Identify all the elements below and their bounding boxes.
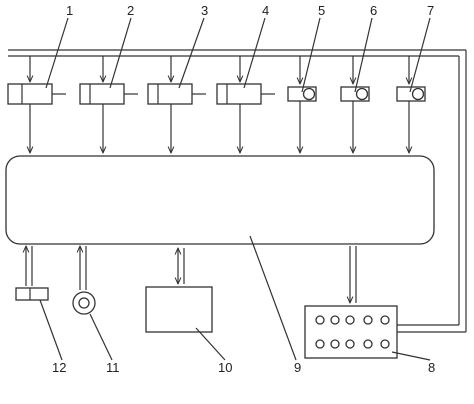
top-bus — [8, 49, 467, 333]
component-12 — [15, 246, 49, 301]
component-11 — [72, 246, 96, 315]
label-10: 10 — [218, 360, 232, 375]
label-12: 12 — [52, 360, 66, 375]
label-3: 3 — [201, 3, 208, 18]
label-4: 4 — [262, 3, 269, 18]
component-8 — [304, 246, 398, 359]
component-7 — [396, 56, 426, 153]
component-4 — [216, 56, 275, 153]
main-controller-block — [5, 155, 435, 245]
component-5 — [287, 56, 317, 153]
label-1: 1 — [66, 3, 73, 18]
component-10 — [145, 248, 213, 333]
component-3 — [147, 56, 206, 153]
component-6 — [340, 56, 370, 153]
label-7: 7 — [427, 3, 434, 18]
label-11: 11 — [106, 360, 120, 375]
leader-lines — [39, 17, 431, 361]
component-2 — [79, 56, 138, 153]
label-9: 9 — [294, 360, 301, 375]
label-2: 2 — [127, 3, 134, 18]
component-1 — [7, 56, 66, 153]
label-8: 8 — [428, 360, 435, 375]
label-6: 6 — [370, 3, 377, 18]
label-5: 5 — [318, 3, 325, 18]
terminal-row-top — [315, 315, 390, 325]
terminal-row-bottom — [315, 339, 390, 349]
